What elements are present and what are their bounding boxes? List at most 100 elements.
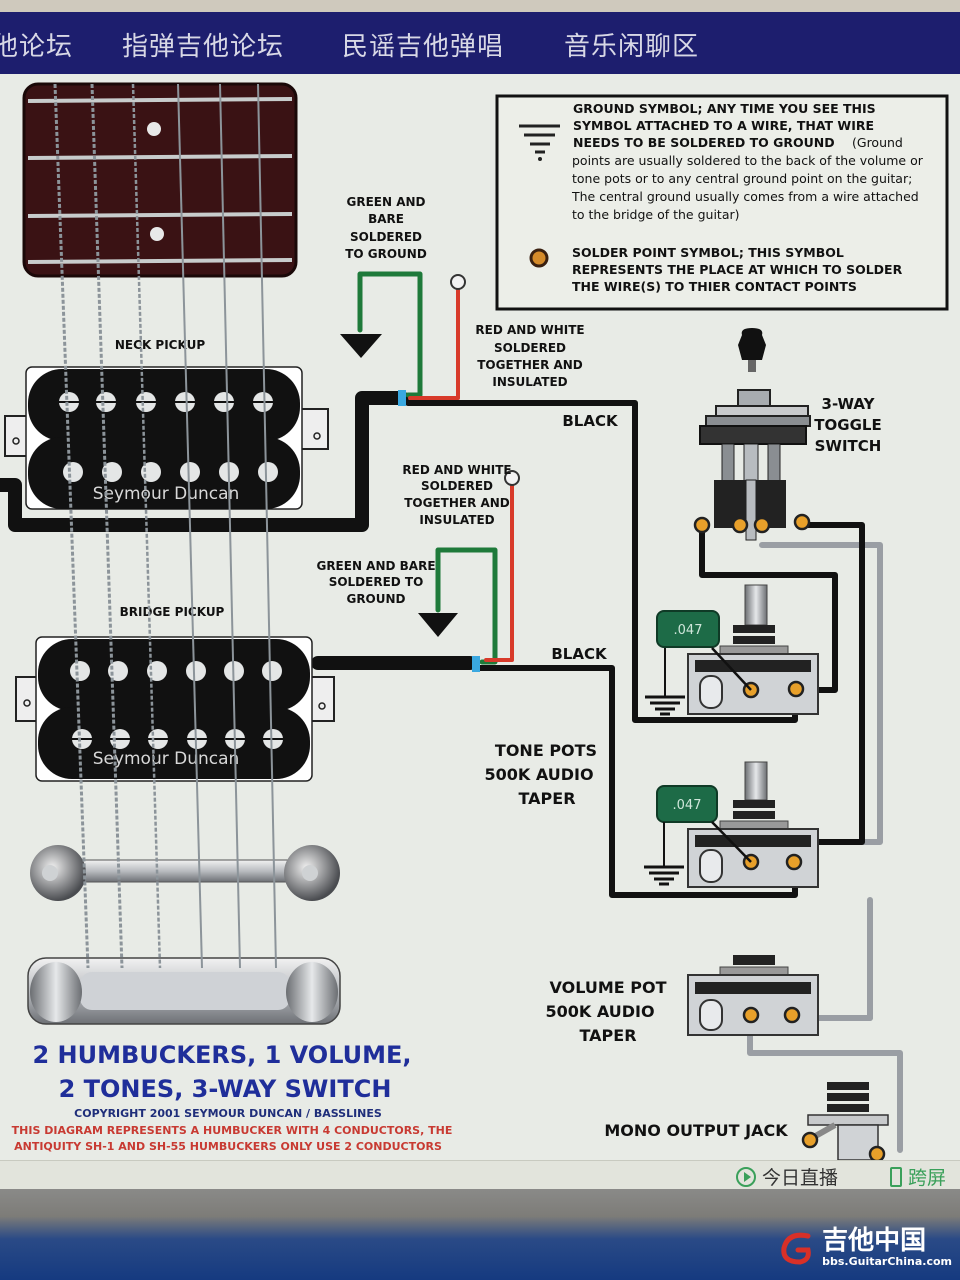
legend-ground-note: The central ground usually comes from a …	[571, 189, 919, 204]
legend-solder-line: SOLDER POINT SYMBOL; THIS SYMBOL	[572, 245, 844, 260]
wire-neck-green	[357, 271, 423, 398]
neck-ground-label: SOLDERED	[350, 230, 422, 244]
jack-solder-point	[868, 1145, 886, 1163]
fret-marker	[150, 227, 164, 241]
bridge-redwhite-label: INSULATED	[419, 513, 494, 527]
wire-neck-cable	[0, 391, 409, 532]
wire-neck-red	[408, 286, 460, 400]
bridge-pickup-brand: Seymour Duncan	[93, 749, 240, 769]
volume-pot-label: 500K AUDIO	[545, 1002, 654, 1021]
cross-screen-button[interactable]: 跨屏	[890, 1163, 946, 1190]
legend-ground-note: points are usually soldered to the back …	[572, 153, 924, 168]
nav-item-guitar-forum[interactable]: 他论坛	[0, 32, 74, 62]
play-circle-icon	[736, 1166, 756, 1187]
solder-point-icon	[529, 248, 549, 268]
conductor-note: THIS DIAGRAM REPRESENTS A HUMBUCKER WITH…	[12, 1124, 453, 1137]
tone-pot-neck: .047	[645, 584, 819, 716]
cross-screen-label: 跨屏	[908, 1167, 947, 1189]
monitor-bezel: 吉他中国 bbs.GuitarChina.com	[0, 1189, 960, 1280]
neck-black-label: BLACK	[562, 412, 619, 430]
diagram-title-line2: 2 TONES, 3-WAY SWITCH	[59, 1075, 392, 1103]
neck-redwhite-label: TOGETHER AND	[477, 358, 583, 372]
browser-status-bar: 今日直播 跨屏	[0, 1160, 960, 1189]
copyright: COPYRIGHT 2001 SEYMOUR DUNCAN / BASSLINE…	[74, 1107, 382, 1120]
ground-symbol-icon	[644, 865, 684, 886]
neck-pickup: Seymour Duncan	[4, 366, 329, 510]
fretboard	[22, 82, 298, 278]
ground-arrow-icon	[418, 613, 458, 637]
neck-pickup-brand: Seymour Duncan	[93, 484, 240, 504]
tone-pots-label: TONE POTS	[495, 741, 597, 760]
wire-switch-bridge-tone	[797, 522, 865, 845]
insulated-end	[504, 470, 520, 486]
volume-pot	[687, 955, 819, 1036]
watermark-url: bbs.GuitarChina.com	[822, 1255, 952, 1268]
stop-tailpiece	[27, 957, 341, 1025]
bridge-ground-label: GREEN AND BARE	[316, 559, 435, 573]
fret-marker	[147, 122, 161, 136]
dragon-logo-icon	[781, 1232, 811, 1265]
legend-ground-note: tone pots or to any central ground point…	[572, 171, 912, 186]
pot-solder-point	[787, 680, 805, 698]
tone-pots-label: TAPER	[518, 789, 575, 808]
neck-ground-label: GREEN AND	[347, 195, 426, 209]
pot-solder-point	[783, 1006, 801, 1024]
legend-solder-line: REPRESENTS THE PLACE AT WHICH TO SOLDER	[572, 262, 903, 277]
wire-bridge-red	[484, 483, 514, 662]
bridge-redwhite-label: RED AND WHITE	[402, 463, 511, 477]
switch-solder-point	[793, 513, 811, 531]
wire-bridge-green	[435, 547, 498, 665]
pot-solder-point	[785, 853, 803, 871]
tone-pot-bridge: .047	[644, 761, 819, 888]
neck-redwhite-label: INSULATED	[492, 375, 567, 389]
legend-ground-line: NEEDS TO BE SOLDERED TO GROUND	[573, 135, 835, 150]
volume-pot-label: TAPER	[579, 1026, 636, 1045]
diagram-title-line1: 2 HUMBUCKERS, 1 VOLUME,	[32, 1041, 411, 1069]
toggle-label: TOGGLE	[814, 416, 881, 434]
legend-ground-line: GROUND SYMBOL; ANY TIME YOU SEE THIS	[573, 101, 876, 116]
tone-pots-label: 500K AUDIO	[484, 765, 593, 784]
volume-pot-label: VOLUME POT	[550, 978, 667, 997]
mono-output-jack	[801, 1082, 889, 1163]
watermark-title: 吉他中国	[822, 1226, 927, 1256]
switch-solder-point	[693, 516, 711, 534]
top-strip	[0, 0, 960, 12]
phone-icon	[890, 1166, 902, 1187]
switch-solder-point	[731, 516, 749, 534]
switch-solder-point	[753, 516, 771, 534]
capacitor-value: .047	[673, 798, 702, 813]
ground-arrow-icon	[340, 334, 382, 358]
legend-ground-note: (Ground	[852, 135, 903, 150]
insulated-end	[450, 274, 466, 290]
guitar-strings	[53, 83, 277, 969]
live-button[interactable]: 今日直播	[736, 1163, 838, 1190]
legend-box: GROUND SYMBOL; ANY TIME YOU SEE THIS SYM…	[495, 94, 949, 311]
live-label: 今日直播	[762, 1167, 839, 1189]
wiring-diagram-page: GROUND SYMBOL; ANY TIME YOU SEE THIS SYM…	[0, 74, 960, 1163]
toggle-label: SWITCH	[815, 437, 882, 455]
output-jack-label: MONO OUTPUT JACK	[604, 1121, 788, 1140]
bridge-ground-label: GROUND	[346, 592, 405, 606]
nav-item-folk-singing[interactable]: 民谣吉他弹唱	[342, 32, 505, 62]
conductor-note: ANTIQUITY SH-1 AND SH-55 HUMBUCKERS ONLY…	[14, 1140, 442, 1153]
nav-item-fingerstyle-forum[interactable]: 指弹吉他论坛	[122, 32, 285, 62]
capacitor	[656, 785, 718, 823]
legend-ground-line: SYMBOL ATTACHED TO A WIRE, THAT WIRE	[573, 118, 874, 133]
capacitor	[656, 610, 720, 648]
heat-shrink	[472, 656, 480, 672]
capacitor-value: .047	[674, 623, 703, 638]
toggle-label: 3-WAY	[822, 395, 876, 413]
neck-pickup-label: NECK PICKUP	[115, 338, 205, 352]
three-way-toggle-switch	[693, 328, 811, 541]
legend-solder-line: THE WIRE(S) TO THIER CONTACT POINTS	[572, 279, 857, 294]
forum-nav-bar: 他论坛 指弹吉他论坛 民谣吉他弹唱 音乐闲聊区	[0, 12, 960, 74]
bridge-redwhite-label: SOLDERED	[421, 479, 493, 493]
ground-symbol-icon	[519, 124, 560, 161]
wiring-diagram: GROUND SYMBOL; ANY TIME YOU SEE THIS SYM…	[0, 82, 949, 1163]
guitarchina-watermark: 吉他中国 bbs.GuitarChina.com	[778, 1227, 952, 1268]
nav-item-music-chat[interactable]: 音乐闲聊区	[564, 32, 700, 62]
neck-redwhite-label: SOLDERED	[494, 341, 566, 355]
bridge-pickup: Seymour Duncan	[15, 636, 335, 782]
heat-shrink	[398, 390, 406, 406]
bridge-redwhite-label: TOGETHER AND	[404, 496, 510, 510]
